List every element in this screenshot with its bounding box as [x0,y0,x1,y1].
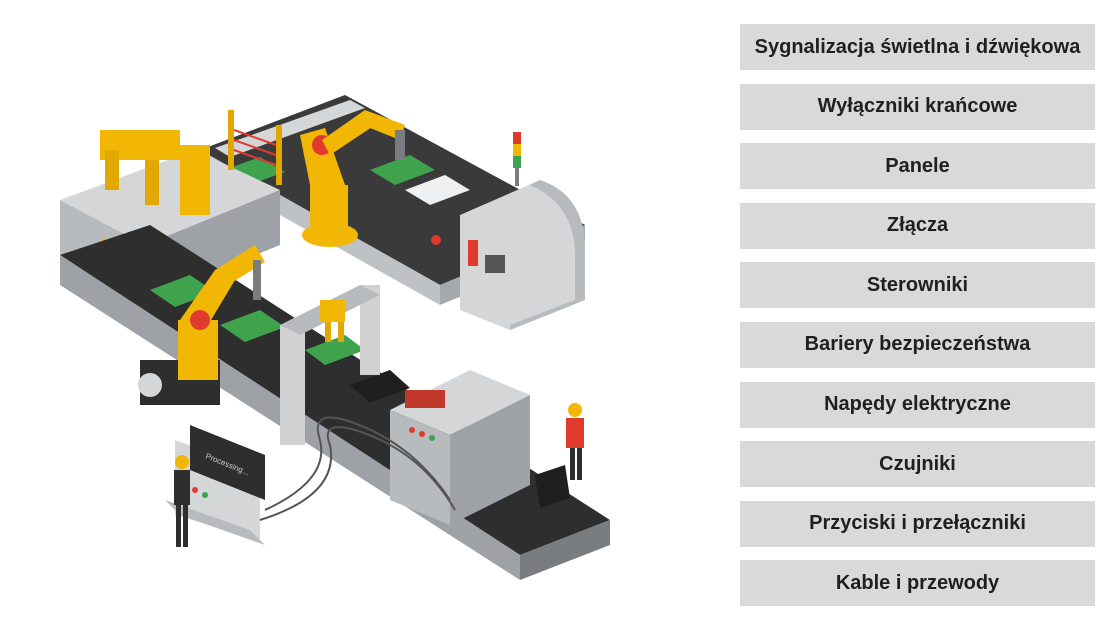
category-connectors-button[interactable]: Złącza [740,202,1095,249]
category-signal-lights-button[interactable]: Sygnalizacja świetlna i dźwiękowa [740,24,1095,70]
category-electric-drives-button[interactable]: Napędy elektryczne [740,381,1095,428]
robot-arm-top [300,110,405,247]
control-panel: Processing... [165,425,265,545]
category-limit-switches-button[interactable]: Wyłączniki krańcowe [740,83,1095,130]
category-buttons-switches-button[interactable]: Przyciski i przełączniki [740,500,1095,547]
category-cables-wires-button[interactable]: Kable i przewody [740,560,1095,607]
gantry-gripper [280,285,380,445]
category-panels-button[interactable]: Panele [740,143,1095,190]
factory-assembly-line-illustration: Processing... [60,95,610,580]
light-curtain [228,110,282,185]
worker-inspector [566,403,584,480]
category-safety-barriers-button[interactable]: Bariery bezpieczeństwa [740,321,1095,368]
category-controllers-button[interactable]: Sterowniki [740,262,1095,309]
signal-tower [513,132,521,186]
end-machine-upper [431,180,585,330]
control-cables [259,416,456,521]
worker-operator [174,455,190,547]
robot-arm-lower [138,245,265,405]
category-list: Sygnalizacja świetlna i dźwiękowa Wyłącz… [740,24,1095,620]
category-sensors-button[interactable]: Czujniki [740,441,1095,488]
